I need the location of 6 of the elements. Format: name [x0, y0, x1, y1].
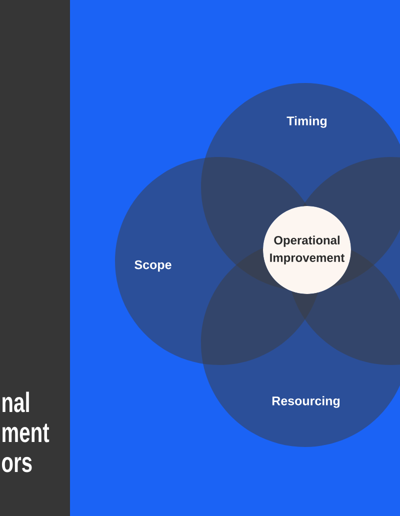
- circle-label: Timing: [286, 116, 327, 128]
- circle-label: Scope: [134, 260, 172, 272]
- title-text: ment: [2, 424, 50, 442]
- title-text: ors: [2, 456, 32, 472]
- title-text: nal: [2, 392, 29, 412]
- circle-label: Resourcing: [272, 396, 340, 408]
